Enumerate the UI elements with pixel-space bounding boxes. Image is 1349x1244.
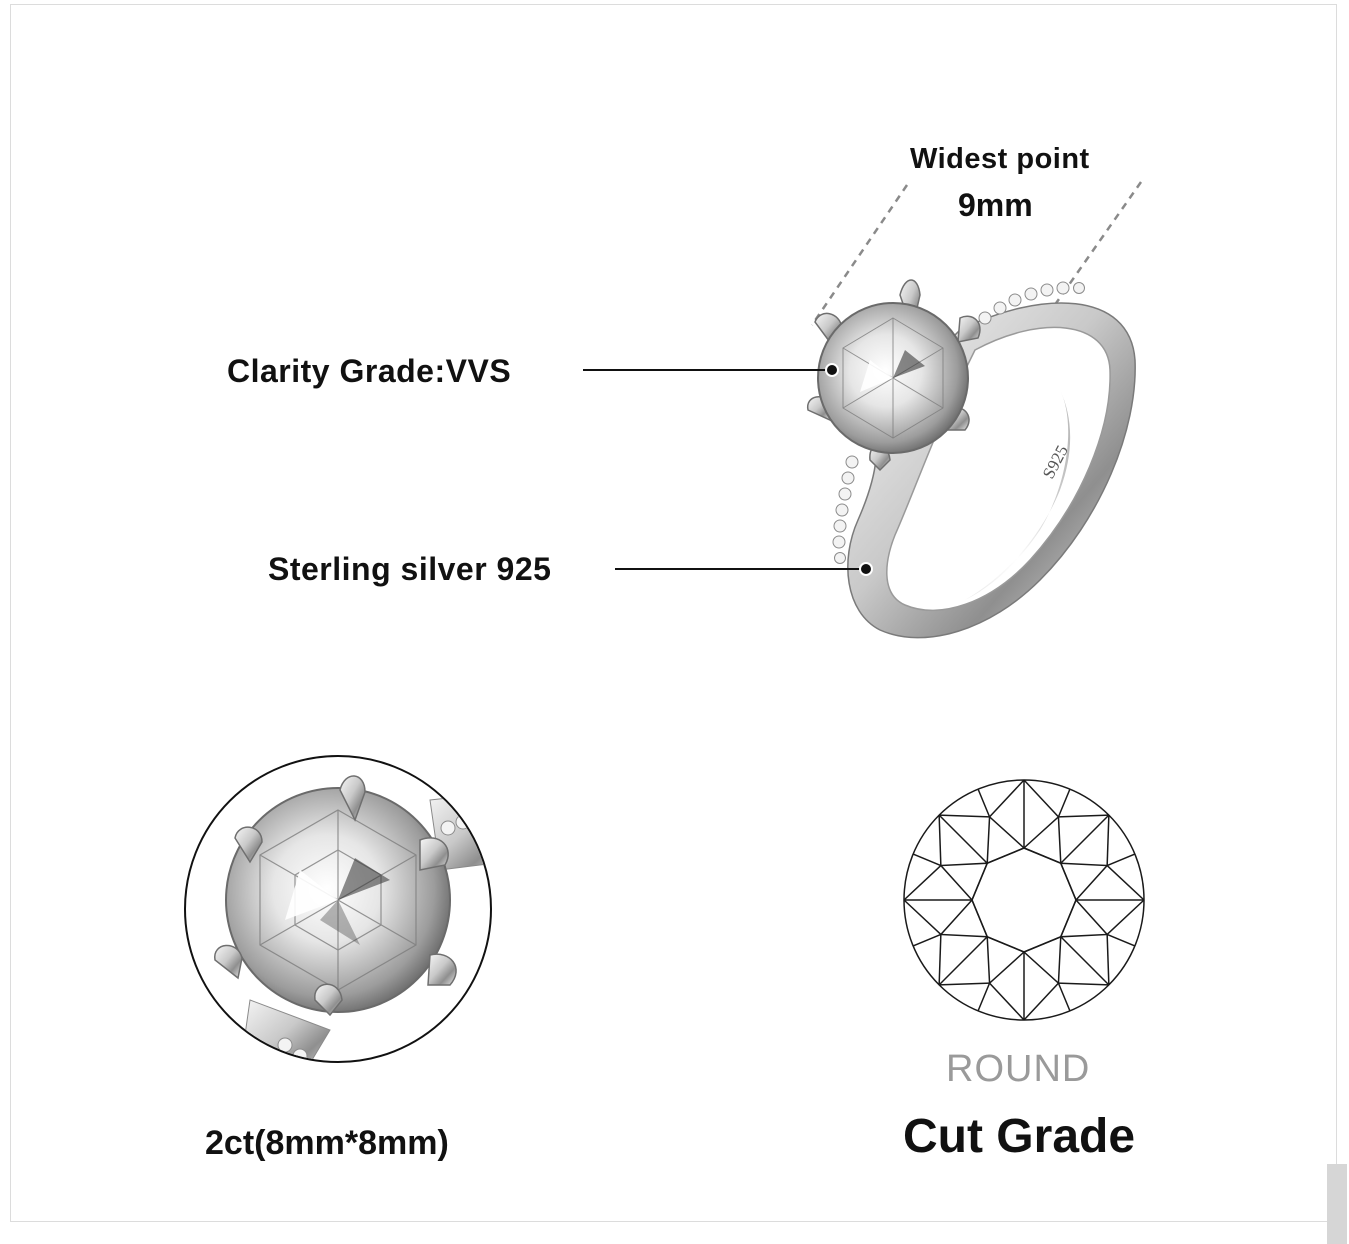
cut-grade-title: Cut Grade: [903, 1110, 1136, 1163]
stone-closeup: [184, 755, 492, 1063]
stone-size-label: 2ct(8mm*8mm): [205, 1124, 449, 1162]
material-label: Sterling silver 925: [268, 551, 552, 587]
widest-point-title: Widest point: [910, 143, 1090, 175]
clarity-callout: [583, 363, 839, 377]
clarity-grade-label: Clarity Grade:VVS: [227, 353, 512, 389]
scrollbar-thumb[interactable]: [1327, 1164, 1347, 1244]
round-cut-diagram: [903, 779, 1145, 1021]
material-callout: [615, 562, 873, 576]
stone-shape-label: ROUND: [946, 1048, 1091, 1090]
image-frame: [10, 4, 1337, 1222]
widest-point-value: 9mm: [958, 187, 1033, 223]
ring-illustration: S925: [807, 279, 1136, 639]
